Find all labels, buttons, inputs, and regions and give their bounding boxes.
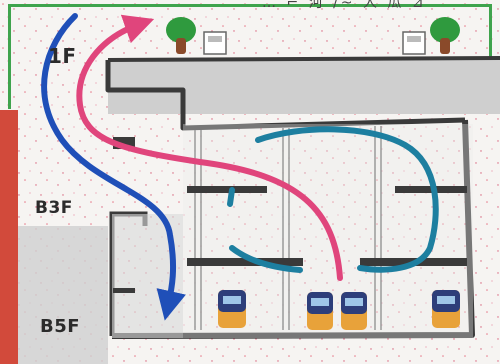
station-entrance-icon [204, 32, 226, 54]
train-icon [432, 290, 460, 328]
floor-label-1f: 1F [48, 44, 77, 68]
ground-surface-shading [108, 58, 500, 114]
teal-flow-stub [230, 190, 232, 204]
train-icon [341, 292, 367, 330]
partial-title-text: … ⌐ 河 /~ 人 瓜 ⊿ [262, 0, 427, 12]
floor-label-b5f: B5F [40, 316, 80, 337]
left-green-border [8, 4, 11, 109]
station-entrance-icon [403, 32, 425, 54]
left-earth-gray [18, 226, 108, 364]
left-red-band [0, 110, 18, 364]
train-icon [307, 292, 333, 330]
train-icon [218, 290, 246, 328]
floor-label-b3f: B3F [35, 198, 73, 218]
ground-line [108, 58, 500, 60]
